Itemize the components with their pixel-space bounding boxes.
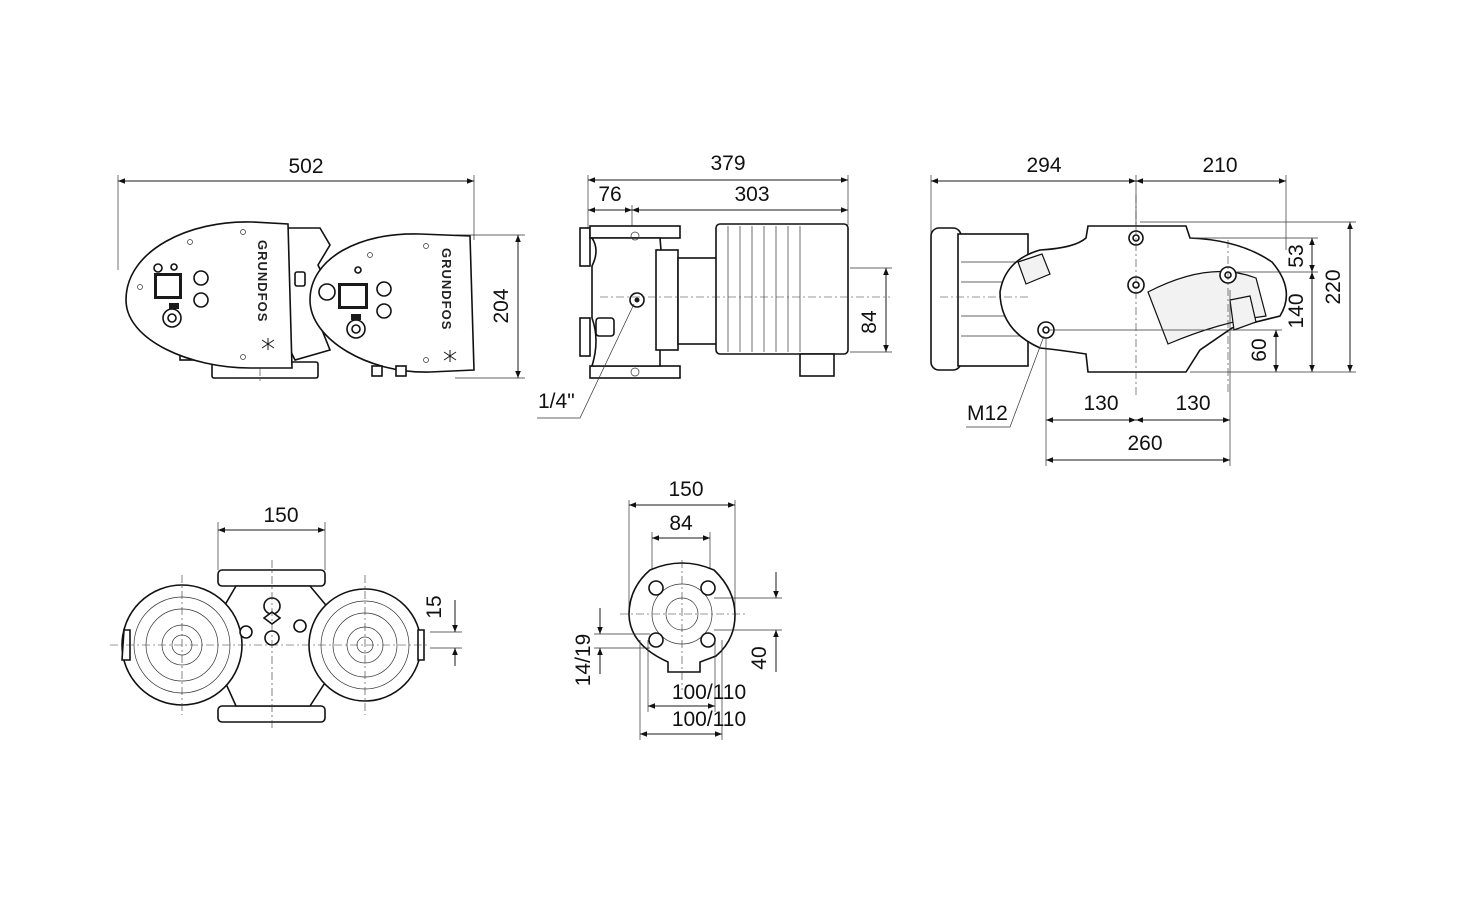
brand-label-right: GRUNDFOS <box>439 248 454 330</box>
dim-left-label: 76 <box>598 183 621 206</box>
dim-left-label: 294 <box>1026 154 1061 177</box>
dim-pcd-2-label: 100/110 <box>672 708 746 731</box>
dim-flange-width-label: 150 <box>263 504 298 527</box>
end-view: 294 210 <box>930 154 1356 466</box>
port-label: 1/4" <box>538 390 575 413</box>
pump-casing <box>999 225 1288 373</box>
dim-60-label: 60 <box>1248 338 1271 361</box>
motor-body <box>715 223 849 355</box>
dim-height-label: 40 <box>748 646 771 669</box>
left-motor-head <box>125 221 293 369</box>
dim-140-label: 140 <box>1285 293 1308 328</box>
dim-220-label: 220 <box>1322 269 1345 304</box>
front-view: 502 204 GRUNDFOS <box>117 155 525 384</box>
dim-right-label: 210 <box>1202 154 1237 177</box>
dim-130-right-label: 130 <box>1175 392 1210 415</box>
dim-pcd-1-label: 100/110 <box>672 681 746 704</box>
brand-label-left: GRUNDFOS <box>255 240 270 322</box>
dim-53-label: 53 <box>1285 244 1308 267</box>
dim-overall-label: 379 <box>710 152 745 175</box>
dim-offset-label: 15 <box>423 595 446 618</box>
bottom-view: 150 15 <box>110 504 462 730</box>
dim-260-label: 260 <box>1127 432 1162 455</box>
dim-axis-height-label: 84 <box>858 310 881 334</box>
dim-outer-label: 150 <box>668 478 703 501</box>
right-motor-head <box>309 233 475 373</box>
flange-view: 150 84 40 14/19 100/110 100/110 <box>572 478 782 740</box>
dim-motor-label: 303 <box>734 183 769 206</box>
dim-hole-label: 14/19 <box>572 634 595 687</box>
side-view: 379 76 303 84 <box>537 152 892 419</box>
bolt-label: M12 <box>967 402 1008 425</box>
dim-130-left-label: 130 <box>1083 392 1118 415</box>
dim-width-label: 502 <box>288 155 323 178</box>
x-logo-left-icon <box>261 338 275 350</box>
dim-height-label: 204 <box>490 288 513 323</box>
x-logo-right-icon <box>443 350 457 362</box>
dim-inner-label: 84 <box>669 512 693 535</box>
